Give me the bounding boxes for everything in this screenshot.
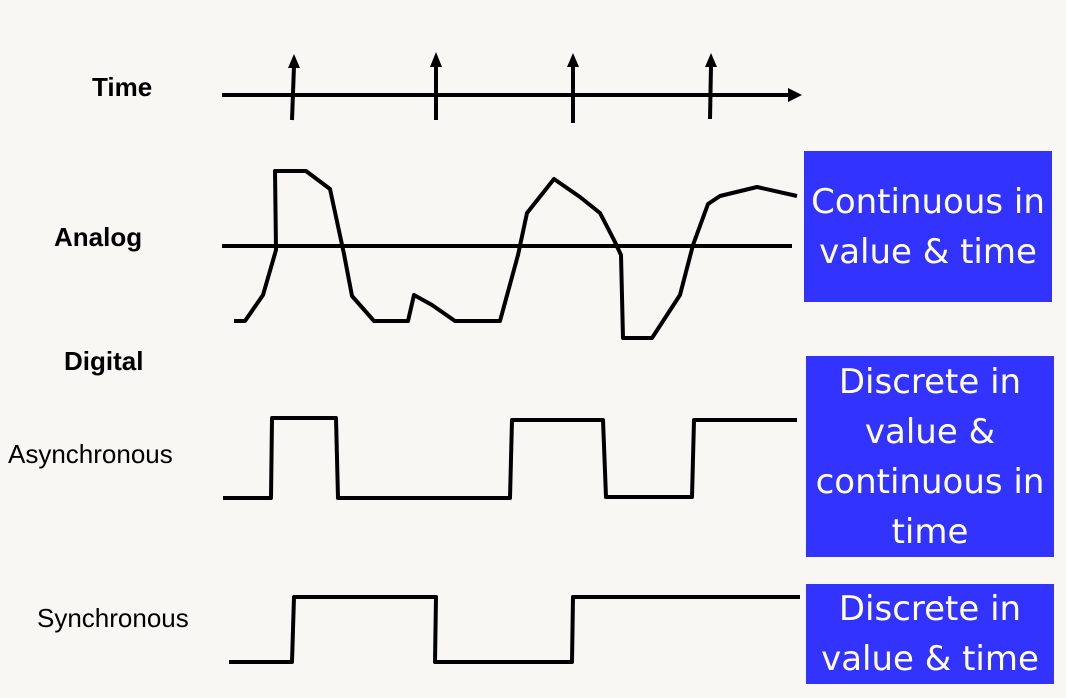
analog-note: Continuous in value & time	[804, 151, 1052, 302]
synchronous-waveform	[229, 595, 800, 664]
synchronous-note-fill	[806, 584, 1054, 684]
analog-note-text: Continuous in value & time	[811, 181, 1045, 272]
asynchronous-note-text: Discrete in value & continuous in time	[815, 361, 1045, 552]
digital-label: Digital	[64, 346, 144, 376]
analog-signal	[222, 169, 798, 340]
synchronous-note: Discrete in value & time	[806, 584, 1054, 684]
time-label: Time	[92, 72, 153, 102]
asynchronous-waveform	[223, 416, 797, 500]
clock-tick-4	[708, 65, 713, 120]
analog-waveform	[234, 169, 798, 340]
clock-tick-2-arrowhead	[430, 52, 442, 67]
time-axis	[222, 52, 802, 123]
time-axis-arrowhead	[788, 88, 802, 102]
clock-tick-1-arrowhead	[288, 54, 300, 68]
clock-tick-3-arrowhead	[567, 53, 579, 67]
clock-tick-4-arrowhead	[705, 53, 717, 67]
asynchronous-note: Discrete in value & continuous in time	[806, 356, 1054, 557]
synchronous-note-text: Discrete in value & time	[821, 589, 1039, 679]
analog-note-fill	[804, 151, 1052, 302]
asynchronous-label: Asynchronous	[8, 439, 173, 469]
analog-label: Analog	[54, 222, 143, 252]
synchronous-label: Synchronous	[37, 603, 189, 633]
asynchronous-note-fill	[806, 356, 1054, 557]
clock-tick-1	[290, 65, 296, 121]
